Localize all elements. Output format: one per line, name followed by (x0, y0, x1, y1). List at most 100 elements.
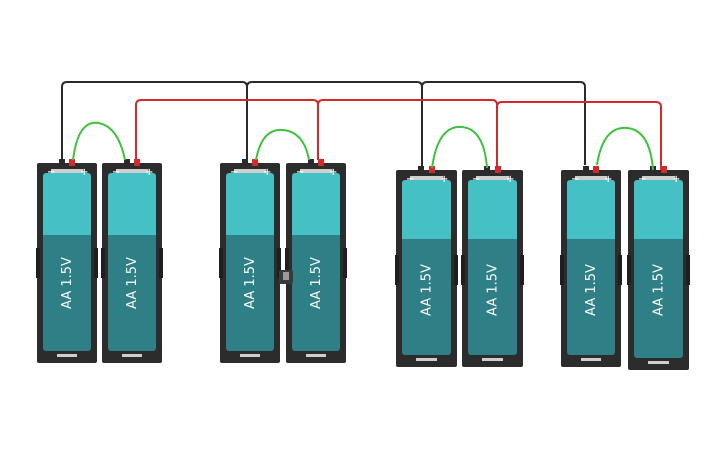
battery-body (226, 235, 274, 351)
plus-sign: + (506, 174, 514, 185)
holder-notch (686, 255, 690, 285)
holder-notch (219, 248, 223, 278)
holder-notch (277, 248, 281, 278)
battery-label: AA 1.5V (309, 257, 324, 309)
negative-terminal[interactable] (242, 159, 248, 166)
positive-terminal[interactable] (661, 166, 667, 173)
top-contact (476, 176, 509, 180)
top-contact (642, 176, 675, 180)
battery-label: AA 1.5V (125, 257, 140, 309)
battery-top (567, 180, 615, 242)
plus-sign: + (329, 167, 337, 178)
minus-sign: − (571, 174, 579, 185)
bottom-contact (648, 361, 669, 364)
battery-band (43, 235, 91, 239)
holder-notch (461, 255, 465, 285)
plus-sign: + (263, 167, 271, 178)
red-bus-wire[interactable] (496, 101, 662, 170)
battery-holder[interactable]: −+AA 1.5V (461, 166, 524, 367)
holder-notch (285, 248, 289, 278)
holder-notch (618, 255, 622, 285)
minus-sign: − (230, 167, 238, 178)
jumper-wires (72, 121, 654, 171)
minus-sign: − (472, 174, 480, 185)
battery-label: AA 1.5V (652, 264, 667, 316)
battery-band (402, 239, 451, 243)
battery-body (468, 239, 517, 355)
minus-sign: − (406, 174, 414, 185)
battery-body (567, 239, 615, 355)
bottom-contact (482, 358, 503, 361)
negative-terminal[interactable] (418, 166, 424, 173)
positive-terminal[interactable] (252, 159, 258, 166)
holder-notch (454, 255, 458, 285)
holder-notch (343, 248, 347, 278)
plus-sign: + (80, 167, 88, 178)
negative-terminal[interactable] (124, 159, 130, 166)
minus-sign: − (638, 174, 646, 185)
battery-holder[interactable]: − + AA 1.5V (101, 159, 163, 363)
battery-band (567, 239, 615, 243)
battery-body (43, 235, 91, 351)
slide-switch-icon[interactable] (279, 270, 293, 284)
battery-top (634, 180, 683, 242)
holder-notch (395, 255, 399, 285)
battery-band (634, 239, 683, 243)
top-contact (300, 169, 332, 173)
bottom-contact (306, 354, 326, 357)
battery-top (468, 180, 517, 242)
bottom-contact (416, 358, 437, 361)
plus-sign: + (672, 174, 680, 185)
negative-terminal[interactable] (484, 166, 490, 173)
negative-terminal[interactable] (583, 166, 589, 173)
holder-notch (520, 255, 524, 285)
minus-sign: − (296, 167, 304, 178)
green-jumper-wire[interactable] (255, 128, 310, 161)
minus-sign: − (112, 167, 120, 178)
holder-notch (94, 248, 98, 278)
battery-holder[interactable]: − + AA 1.5V (627, 166, 690, 370)
battery-top (402, 180, 451, 242)
negative-terminal[interactable] (59, 159, 65, 166)
battery-band (292, 235, 340, 239)
positive-terminal[interactable] (429, 166, 435, 173)
battery-label: AA 1.5V (60, 257, 75, 309)
battery-top (43, 173, 91, 238)
battery-body (402, 239, 451, 355)
positive-terminal[interactable] (495, 166, 501, 173)
bottom-contact (581, 358, 601, 361)
positive-terminal[interactable] (593, 166, 599, 173)
battery-top (226, 173, 274, 238)
positive-terminal[interactable] (134, 159, 140, 166)
black-bus-wire[interactable] (421, 81, 586, 165)
battery-holder[interactable]: − + AA 1.5V (285, 159, 347, 363)
battery-holder[interactable]: −+AA 1.5V (560, 166, 622, 367)
battery-body (108, 235, 156, 351)
battery-holder[interactable]: − + AA 1.5V (395, 166, 458, 367)
plus-sign: + (145, 167, 153, 178)
battery-body (634, 239, 683, 358)
top-contact (234, 169, 266, 173)
green-jumper-wire[interactable] (596, 126, 654, 171)
bottom-contact (57, 354, 77, 357)
plus-sign: + (440, 174, 448, 185)
battery-holder[interactable]: − + AA 1.5V (36, 159, 98, 363)
battery-holder[interactable]: −+AA 1.5V (219, 159, 281, 363)
top-contact (575, 176, 607, 180)
holder-notch (159, 248, 163, 278)
negative-terminal[interactable] (308, 159, 314, 166)
battery-band (468, 239, 517, 243)
positive-terminal[interactable] (69, 159, 75, 166)
battery-label: AA 1.5V (420, 264, 435, 316)
red-bus-wire[interactable] (317, 99, 498, 168)
battery-top (108, 173, 156, 238)
green-jumper-wire[interactable] (431, 125, 488, 169)
minus-sign: − (47, 167, 55, 178)
plus-sign: + (604, 174, 612, 185)
holder-notch (101, 248, 105, 278)
bottom-contact (122, 354, 142, 357)
positive-terminal[interactable] (318, 159, 324, 166)
green-jumper-wire[interactable] (72, 121, 126, 161)
holder-notch (560, 255, 564, 285)
